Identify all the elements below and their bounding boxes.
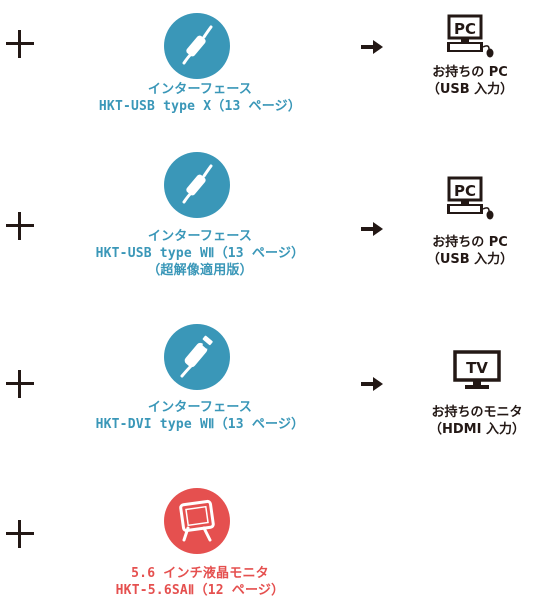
- label-line1: インターフェース: [147, 229, 253, 244]
- tv-icon-text: TV: [466, 359, 488, 377]
- plus-icon: [6, 370, 34, 398]
- label-line1: インターフェース: [147, 82, 253, 97]
- label-line2: HKT-USB type WⅡ（13 ページ）: [95, 246, 305, 261]
- target-line1: お持ちのモニタ: [431, 405, 523, 420]
- label-line3: （超解像適用版）: [147, 263, 253, 278]
- label-line1: 5.6 インチ液晶モニタ: [131, 566, 269, 581]
- interface-label: インターフェース HKT-DVI type WⅡ（13 ページ）: [65, 399, 335, 433]
- target-line1: お持ちの PC: [432, 235, 508, 250]
- target-label: お持ちの PC （USB 入力）: [400, 64, 540, 98]
- target-line2: （HDMI 入力）: [429, 422, 525, 437]
- label-line2: HKT-USB type X（13 ページ）: [98, 99, 302, 114]
- target-line1: お持ちの PC: [432, 65, 508, 80]
- label-line2: HKT-DVI type WⅡ（13 ページ）: [95, 417, 305, 432]
- lcd-monitor-icon: [164, 488, 230, 554]
- pc-icon: PC: [447, 14, 494, 58]
- plus-icon: [6, 30, 34, 58]
- target-label: お持ちの PC （USB 入力）: [400, 234, 540, 268]
- label-line2: HKT-5.6SAⅡ（12 ページ）: [115, 583, 285, 598]
- arrow-right-icon: [361, 222, 383, 236]
- monitor-label: 5.6 インチ液晶モニタ HKT-5.6SAⅡ（12 ページ）: [65, 565, 335, 599]
- plus-icon: [6, 212, 34, 240]
- arrow-right-icon: [361, 40, 383, 54]
- target-line2: （USB 入力）: [426, 82, 514, 97]
- pc-icon-text: PC: [454, 182, 476, 200]
- arrow-right-icon: [361, 377, 383, 391]
- interface-label: インターフェース HKT-USB type WⅡ（13 ページ） （超解像適用版…: [65, 228, 335, 279]
- target-line2: （USB 入力）: [426, 252, 514, 267]
- pc-icon: PC: [447, 176, 494, 220]
- target-label: お持ちのモニタ （HDMI 入力）: [407, 404, 544, 438]
- usb-cable-icon: [164, 13, 230, 79]
- label-line1: インターフェース: [147, 400, 253, 415]
- pc-icon-text: PC: [454, 20, 476, 38]
- usb-cable-icon: [164, 152, 230, 218]
- tv-monitor-icon: TV: [453, 350, 501, 389]
- dvi-cable-icon: [164, 324, 230, 390]
- plus-icon: [6, 520, 34, 548]
- interface-label: インターフェース HKT-USB type X（13 ページ）: [65, 81, 335, 115]
